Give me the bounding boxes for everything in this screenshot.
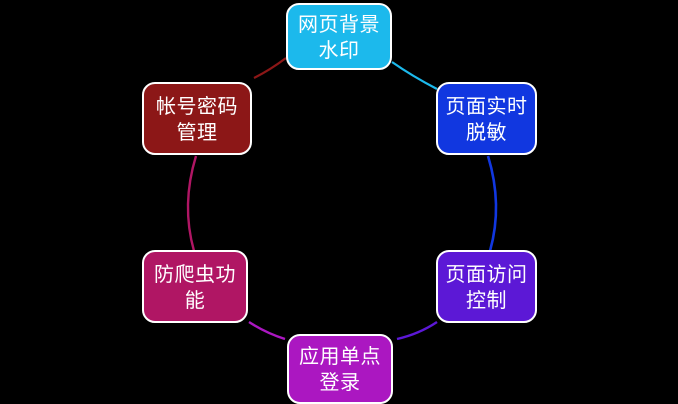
connector-sso-to-crawler: [248, 320, 286, 341]
connector-account-to-watermark: [253, 57, 287, 79]
connector-access-to-sso: [396, 321, 438, 341]
node-web-background-watermark[interactable]: 网页背景 水印: [286, 3, 392, 70]
node-label-anti-crawler: 防爬虫功 能: [154, 261, 236, 312]
node-page-realtime-masking[interactable]: 页面实时 脱敏: [436, 82, 537, 155]
connector-watermark-to-masking: [391, 61, 438, 90]
node-app-single-sign-on[interactable]: 应用单点 登录: [287, 334, 393, 404]
node-label-app-single-sign-on: 应用单点 登录: [299, 344, 381, 394]
node-page-access-control[interactable]: 页面访问 控制: [436, 250, 537, 323]
node-label-web-background-watermark: 网页背景 水印: [298, 11, 380, 62]
connector-crawler-to-account: [186, 155, 198, 252]
node-label-account-password-management: 帐号密码 管理: [156, 93, 238, 144]
connector-masking-to-access: [486, 155, 498, 252]
node-account-password-management[interactable]: 帐号密码 管理: [142, 82, 252, 155]
node-anti-crawler[interactable]: 防爬虫功 能: [142, 250, 248, 323]
node-label-page-realtime-masking: 页面实时 脱敏: [445, 93, 528, 144]
node-label-page-access-control: 页面访问 控制: [445, 261, 528, 312]
